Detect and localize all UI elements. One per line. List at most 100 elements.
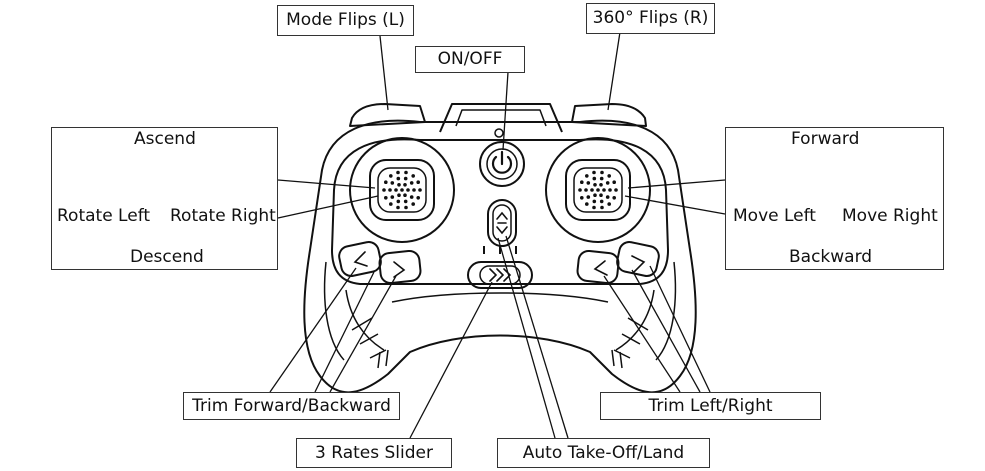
- power-button-indicator: [494, 128, 504, 138]
- left-stick: [369, 159, 435, 221]
- grip-dot: [585, 174, 589, 178]
- on-off-callout: ON/OFF: [415, 46, 525, 73]
- grip-dot: [605, 181, 610, 185]
- trim-forward-button: [338, 241, 382, 277]
- flips-360-callout: 360° Flips (R): [586, 3, 715, 34]
- grip-dot: [382, 188, 386, 192]
- power-button: [479, 141, 525, 187]
- grip-dot: [406, 188, 410, 192]
- trim-left-button: [576, 249, 620, 285]
- grip-dot: [599, 183, 603, 187]
- grip-dot: [397, 183, 401, 187]
- trim-left-right-callout: Trim Left/Right: [600, 392, 821, 420]
- left-stick-grip-dots: [382, 170, 422, 210]
- grip-dot: [384, 180, 388, 184]
- grip-dot: [592, 176, 597, 181]
- trim-backward-button: [378, 249, 422, 285]
- left-stick-well: [349, 137, 455, 243]
- right-stick-down-label: Backward: [789, 247, 873, 267]
- grip-dot: [592, 205, 596, 210]
- grip-dot: [396, 176, 401, 181]
- right-stick-left-label: Move Left: [733, 206, 816, 226]
- grip-dot: [599, 199, 604, 204]
- grip-dot: [412, 188, 416, 192]
- grip-dot: [599, 176, 604, 181]
- grip-dot: [404, 170, 408, 175]
- grip-dot: [409, 195, 414, 199]
- grip-dot: [580, 180, 584, 184]
- grip-dot: [403, 183, 407, 187]
- grip-dot: [580, 196, 584, 200]
- grip-dot: [605, 195, 610, 199]
- controller-face: [331, 138, 669, 285]
- right-stick: [565, 159, 631, 221]
- grip-dot: [411, 174, 416, 178]
- right-stick-well: [545, 137, 651, 243]
- grip-dot: [599, 193, 603, 197]
- grip-dot: [396, 199, 401, 204]
- grip-dot: [584, 188, 588, 192]
- grip-dot: [592, 170, 596, 175]
- grip-dot: [607, 174, 611, 178]
- grip-dot: [416, 180, 421, 184]
- grip-dot: [390, 195, 395, 199]
- grip-dot: [602, 188, 606, 192]
- grip-dot: [394, 188, 398, 192]
- grip-dot: [396, 170, 400, 175]
- grip-dot: [384, 196, 388, 200]
- grip-dot: [586, 195, 591, 199]
- grip-dot: [607, 202, 611, 206]
- grip-dot: [404, 205, 408, 210]
- grip-dot: [396, 205, 400, 210]
- grip-dot: [590, 188, 594, 192]
- right-stick-panel: [725, 127, 944, 270]
- auto-takeoff-button: [487, 199, 517, 247]
- chevron-right-icon: [393, 255, 646, 278]
- grip-dot: [593, 183, 597, 187]
- grip-dot: [400, 188, 404, 192]
- chevron-left-icon: [353, 251, 608, 276]
- left-stick-panel: [51, 127, 278, 270]
- grip-dot: [586, 181, 591, 185]
- grip-dot: [389, 174, 393, 178]
- center-top-bar: [439, 103, 563, 133]
- grip-dot: [389, 202, 393, 206]
- right-stick-up-label: Forward: [791, 129, 860, 149]
- rates-slider-track: [467, 261, 533, 289]
- rates-slider-knob: [479, 265, 521, 285]
- grip-dot: [592, 199, 597, 204]
- grip-dot: [593, 193, 597, 197]
- left-stick-down-label: Descend: [130, 247, 204, 267]
- leader-lines: [269, 31, 726, 439]
- mode-flips-callout: Mode Flips (L): [277, 5, 414, 36]
- grip-dot: [608, 188, 612, 192]
- trim-forward-backward-callout: Trim Forward/Backward: [183, 392, 400, 420]
- power-icon: [491, 150, 513, 174]
- left-stick-left-label: Rotate Left: [57, 206, 151, 226]
- right-stick-grip-dots: [578, 170, 618, 210]
- grip-dot: [418, 188, 422, 192]
- grip-dot: [612, 196, 616, 200]
- grip-dot: [388, 188, 392, 192]
- left-shoulder-bumper: [349, 103, 426, 127]
- grip-dot: [397, 193, 401, 197]
- triple-chevron-icon: [489, 268, 512, 282]
- grip-dot: [596, 188, 600, 192]
- takeoff-land-icon: [496, 211, 508, 235]
- grip-dot: [409, 181, 414, 185]
- grip-dot: [614, 188, 618, 192]
- grip-dot: [600, 170, 604, 175]
- grip-dot: [411, 202, 416, 206]
- grip-dot: [403, 199, 408, 204]
- grip-dot: [403, 193, 407, 197]
- right-stick-right-label: Move Right: [842, 206, 938, 226]
- grip-dot: [600, 205, 604, 210]
- left-stick-up-label: Ascend: [134, 129, 196, 149]
- trim-right-button: [616, 241, 660, 277]
- auto-takeoff-land-callout: Auto Take-Off/Land: [497, 438, 710, 468]
- rates-slider-callout: 3 Rates Slider: [296, 438, 452, 468]
- left-stick-right-label: Rotate Right: [170, 206, 276, 226]
- grip-dot: [416, 196, 421, 200]
- grip-dot: [612, 180, 616, 184]
